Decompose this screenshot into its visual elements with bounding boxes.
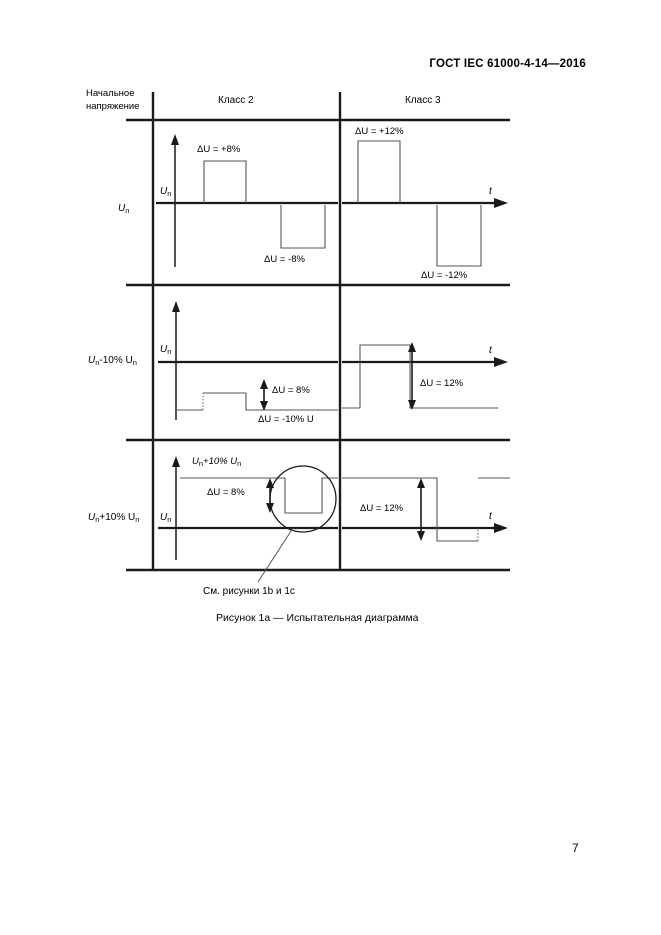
row1-class3-pulse-negative (436, 205, 482, 267)
row1-class2-y-axis-arrow (171, 134, 179, 145)
row-label-row3-suffix-sub: n (135, 515, 140, 524)
row-label-row2-u: U (88, 355, 96, 366)
row1-class2-y-axis-label: Un (160, 186, 171, 198)
page-number: 7 (572, 841, 579, 855)
row3-class3-delta-arrow-down (417, 531, 425, 541)
row1-class2-pulse-negative (280, 205, 326, 249)
row2-axis-u: U (160, 344, 168, 355)
row3-class2-upper-level-label: Un+10% Un (192, 456, 241, 468)
row3-class3-t-axis-label: t (489, 511, 492, 522)
row2-class3-t-axis-label: t (489, 345, 492, 356)
row1-class2-pulse-positive (203, 160, 247, 203)
row2-class3-pulse (359, 344, 498, 409)
row3-class2-y-axis-label: Un (160, 512, 171, 524)
row3-class2-delta-arrow-down (266, 503, 274, 513)
row3-axis-u-sub: n (167, 515, 172, 524)
row2-class2-y-axis-arrow (172, 301, 180, 312)
row-label-row3: Un+10% Un (88, 512, 139, 524)
row1-class2-annotation-negative: ΔU = -8% (264, 254, 305, 265)
row2-class2-delta-arrow-up (260, 379, 268, 389)
row1-axis-u: U (160, 186, 168, 197)
row3-upper-u: U (192, 456, 199, 467)
row2-class2-delta-annotation: ΔU = 8% (272, 385, 310, 396)
row-label-row3-sub: n (95, 515, 100, 524)
row2-class2-base-annotation: ΔU = -10% U (258, 414, 314, 425)
row-label-row3-u: U (88, 512, 96, 523)
row1-class3-t-axis-label: t (489, 186, 492, 197)
row3-upper-u-sub: n (198, 459, 204, 468)
figure-caption: Рисунок 1a — Испытательная диаграмма (216, 612, 419, 624)
row1-class3-annotation-negative: ΔU = -12% (421, 270, 468, 281)
row3-class3-step-down (342, 477, 478, 542)
row3-class3-delta-arrow-up (417, 478, 425, 488)
row-label-row2-suffix: -10% U (99, 355, 133, 366)
row-label-row2-suffix-sub: n (132, 358, 137, 367)
document-header-standard-number: ГОСТ IEC 61000-4-14—2016 (429, 58, 586, 70)
column-header-class-3: Класс 3 (405, 95, 441, 106)
row3-upper-suffix: +10% U (203, 456, 238, 467)
row-label-row1-sub: n (125, 206, 130, 215)
callout-leader-line (257, 527, 294, 583)
row2-class2-level-low-right (245, 393, 338, 411)
row-label-row2: Un-10% Un (88, 355, 137, 367)
row1-class3-annotation-positive: ΔU = +12% (355, 126, 404, 137)
callout-circle (269, 465, 337, 533)
callout-note-see-figures: См. рисунки 1b и 1c (203, 586, 295, 597)
row3-class2-notch (284, 477, 338, 514)
row1-class3-t-axis-arrow (494, 198, 508, 208)
row3-upper-suffix-sub: n (237, 459, 242, 468)
corner-label-line-1: Начальное (86, 88, 135, 99)
row3-class2-delta-annotation: ΔU = 8% (207, 487, 245, 498)
row1-class3-pulse-positive (357, 140, 401, 203)
row-label-row2-sub: n (95, 358, 100, 367)
row3-class2-delta-arrow-up (266, 478, 274, 488)
row2-class3-delta-arrow-down (408, 400, 416, 410)
row1-class2-annotation-positive: ΔU = +8% (197, 144, 241, 155)
row-label-row1-u: U (118, 203, 126, 214)
row-label-row1: Un (118, 203, 129, 215)
corner-label-initial-voltage: Начальное напряжение (86, 88, 139, 113)
row2-class3-delta-arrow-up (408, 342, 416, 352)
row2-class2-delta-arrow-down (260, 401, 268, 411)
row2-class2-y-axis-label: Un (160, 344, 171, 356)
row3-axis-u: U (160, 512, 168, 523)
row3-class3-t-axis-arrow (494, 523, 508, 533)
row3-class3-delta-annotation: ΔU = 12% (360, 503, 404, 514)
corner-label-line-2: напряжение (86, 100, 140, 112)
row2-axis-u-sub: n (167, 347, 172, 356)
row1-axis-u-sub: n (167, 189, 172, 198)
row-label-row3-suffix: +10% U (99, 512, 136, 523)
column-header-class-2: Класс 2 (218, 95, 254, 106)
row2-class3-t-axis-arrow (494, 357, 508, 367)
row2-class3-delta-annotation: ΔU = 12% (420, 378, 464, 389)
row3-class2-y-axis-arrow (172, 456, 180, 467)
